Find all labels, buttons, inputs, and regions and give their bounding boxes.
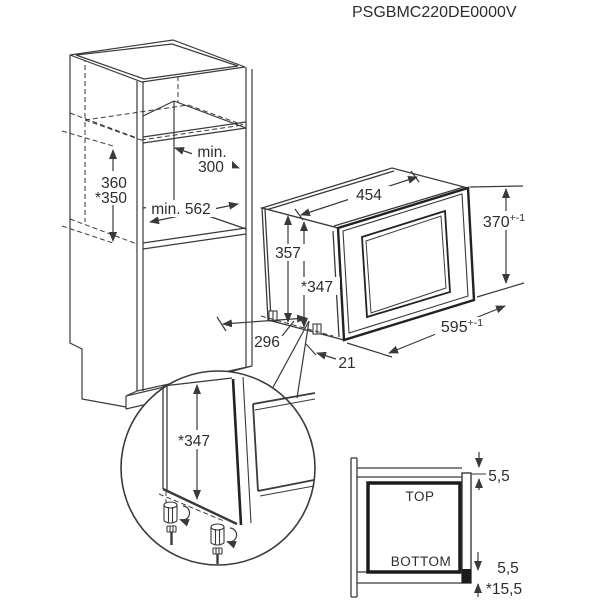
dim-mw-side-height-alt: *347: [301, 279, 333, 296]
dim-niche-depth-min-value: 300: [198, 159, 224, 176]
dim-section-gap-top: 5,5: [488, 468, 510, 485]
dim-niche-depth-min-label: min.: [197, 144, 226, 161]
dim-niche-height-alt: *350: [95, 190, 127, 207]
detail-circle: [120, 370, 316, 566]
cabinet-top-face: [69, 39, 246, 83]
screw-icon: [166, 525, 177, 545]
dim-detail-height-alt: *347: [178, 433, 210, 450]
page-title: PSGBMC220DE0000V: [352, 4, 517, 21]
dim-mw-depth: 296: [254, 334, 280, 351]
rotate-arrow-icon: [226, 527, 238, 549]
section-bottom-label: BOTTOM: [391, 554, 452, 569]
section-top-label: TOP: [405, 489, 434, 504]
label-backgrounds: [93, 142, 535, 449]
dim-mw-front-width: 595+-1: [441, 317, 483, 336]
adjustable-foot-icon: [163, 501, 178, 524]
dim-niche-width-min: min. 562: [151, 201, 210, 218]
adjustable-foot-icon: [210, 523, 225, 546]
section-view: [350, 452, 486, 598]
section-trim: [461, 472, 472, 584]
dim-section-gap-bottom: 5,5: [497, 560, 519, 577]
microwave-door-window: [361, 209, 451, 319]
dim-mw-front-height: 370+-1: [483, 212, 525, 231]
dim-section-offset-total: *15,5: [486, 581, 522, 598]
cabinet-drawing: [61, 39, 253, 410]
section-cavity: [366, 481, 462, 574]
dim-mw-foot-offset: 21: [338, 355, 355, 372]
cabinet-top-rim: [75, 43, 239, 80]
dim-mw-top-width: 454: [356, 187, 382, 204]
screw-icon: [212, 547, 223, 564]
rotate-arrow-icon: [179, 505, 191, 527]
dim-niche-height: 360: [101, 175, 127, 192]
dim-mw-side-height: 357: [275, 245, 301, 262]
microwave-door-frame: [336, 186, 476, 342]
